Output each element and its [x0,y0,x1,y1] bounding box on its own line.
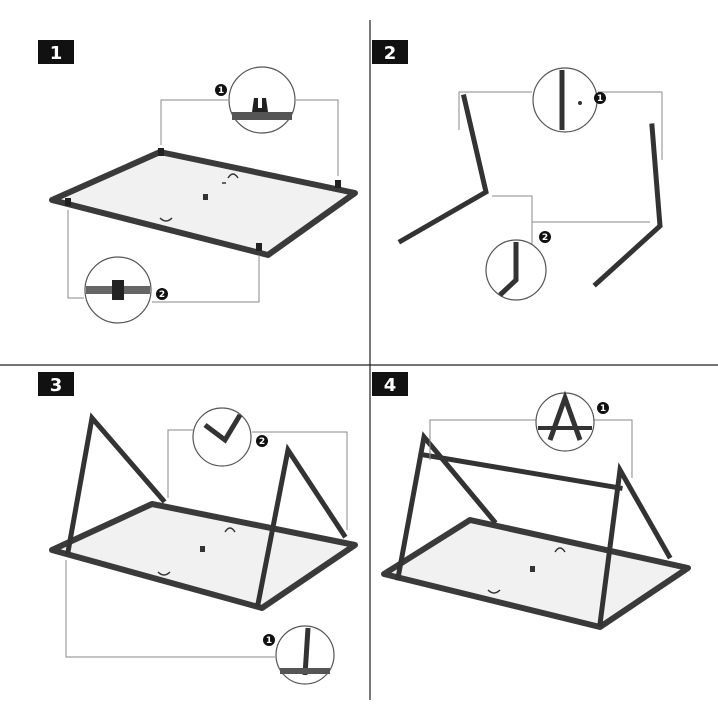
leader-line [152,255,260,303]
detail-rail [280,668,330,674]
step-1-panel: 1 1 2 [38,40,358,324]
leader-line [458,91,532,130]
stand-left [65,412,167,555]
detail-bracket [252,98,268,112]
leader-line [252,431,348,530]
step-3-number: 3 [50,375,63,396]
step-2-label [372,40,408,64]
connector-cable [159,217,173,222]
callout-number: 1 [266,636,272,646]
detail-rail [232,112,292,120]
detail-callout-leg-joint [532,67,598,133]
detail-bracket [112,280,124,300]
callout-number: 2 [542,233,548,243]
leg-left [397,94,489,245]
stand-right [597,462,673,627]
stand-right [255,443,348,607]
leader-line [492,195,650,223]
detail-leg [302,627,311,676]
leader-line [160,99,228,145]
connector-cable [157,571,171,576]
callout-badge-2 [256,435,268,447]
callout-number: 1 [218,86,224,96]
leader-line [598,91,663,160]
step-3-label [38,372,74,396]
bracket-top-left [158,148,164,156]
bracket-top-right [335,180,341,188]
leader-line [167,429,193,498]
junction-cable [554,547,566,553]
detail-screw [578,101,582,105]
junction-cable [222,173,239,184]
callout-number: 2 [259,437,265,447]
step-2-panel: 2 1 2 [372,40,663,301]
leader-line [429,419,536,460]
bracket-bottom-right [256,243,262,251]
callout-badge-1 [263,634,275,646]
callout-badge-2 [539,231,551,243]
step-4-label [372,372,408,396]
junction-box [203,194,208,200]
junction-cable [224,527,236,533]
detail-hinge [203,413,243,444]
step-1-number: 1 [50,43,63,64]
callout-badge-1 [594,92,606,104]
solar-panel-frame [49,149,358,258]
leader-line [594,419,633,478]
leg-right [592,123,663,288]
callout-badge-1 [215,84,227,96]
solar-panel-surface [384,520,688,627]
leader-line [65,560,275,658]
step-2-number: 2 [384,43,397,64]
detail-corner [498,242,519,297]
step-4-panel: 4 1 [372,372,691,630]
callout-number: 2 [159,290,165,300]
callout-badge-1 [597,402,609,414]
solar-panel-frame [49,501,358,611]
step-3-panel: 3 2 1 [38,372,358,685]
leader-line [296,99,339,176]
connector-cable [487,589,501,594]
junction-box [200,546,205,552]
leader-line [67,210,84,299]
callout-badge-2 [156,288,168,300]
callout-number: 1 [600,404,606,414]
stand-left [395,431,498,581]
cross-bar [421,452,623,491]
solar-panel-frame [381,517,691,630]
step-1-label [38,40,74,64]
bracket-bottom-left [65,198,71,206]
step-4-number: 4 [384,375,397,396]
callout-number: 1 [597,94,603,104]
junction-box [530,566,535,572]
